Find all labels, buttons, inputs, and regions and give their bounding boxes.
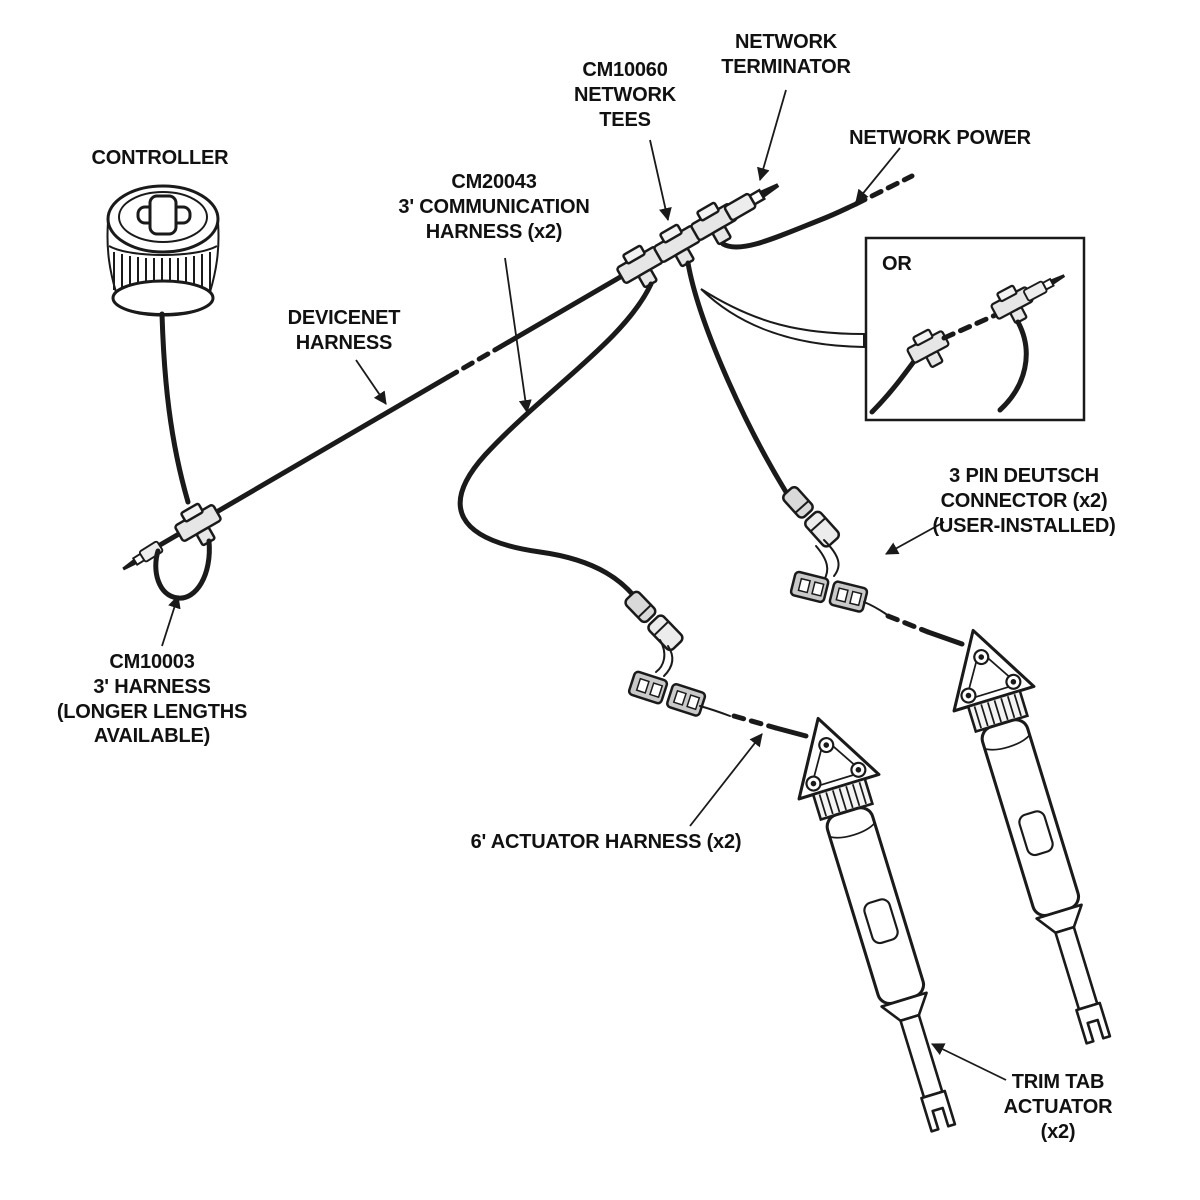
leader-network-terminator (757, 89, 787, 182)
actuator-harness-1-break (731, 713, 779, 731)
label-cm10003: CM10003 3' HARNESS (LONGER LENGTHS AVAIL… (56, 651, 248, 748)
controller-tee (169, 496, 230, 555)
trim-tab-actuator-right (931, 616, 1140, 1054)
or-inset-box (864, 236, 1086, 422)
deutsch-connector-1 (621, 587, 686, 654)
pin-connector-2 (788, 569, 870, 614)
or-callout-arrow (700, 288, 865, 349)
leader-network-power (855, 147, 901, 203)
actuator-harness-2 (925, 629, 965, 647)
label-controller-line: CONTROLLER (91, 147, 229, 169)
deutsch-connector-2 (779, 483, 843, 550)
leader-actuator-harness (689, 733, 763, 827)
pin-connector-1 (626, 669, 708, 718)
leader-cm10060 (649, 139, 672, 222)
controller-knob (106, 184, 220, 317)
trim-tab-actuator-left (776, 704, 985, 1142)
label-network-power: NETWORK POWER (849, 127, 1031, 149)
or-inset-cable-break (941, 310, 1003, 341)
leader-cm20043 (504, 257, 532, 414)
or-inset-cable-right (997, 319, 1029, 413)
network-terminator-plug (722, 176, 784, 223)
comm-harness-2 (685, 260, 789, 495)
leader-deutsch (885, 521, 945, 555)
harness-wires-2b (863, 601, 887, 615)
leader-cm10003 (161, 594, 181, 647)
label-network-terminator: NETWORK TERMINATOR (721, 31, 851, 78)
or-inset-terminator (1022, 269, 1069, 303)
network-power-cable-break (853, 173, 915, 207)
or-inset-cable-left (869, 353, 921, 415)
label-or: OR (882, 253, 912, 275)
label-controller: CONTROLLER (60, 146, 260, 171)
network-power-cable (720, 201, 859, 250)
comm-harness-1 (457, 281, 654, 607)
label-actuator-harness: 6' ACTUATOR HARNESS (x2) (470, 831, 742, 853)
label-devicenet: DEVICENET HARNESS (287, 307, 401, 354)
knob-ribs (113, 252, 211, 300)
actuator-harness-1 (773, 725, 809, 739)
controller-cable (159, 311, 191, 505)
leader-devicenet (355, 359, 387, 405)
label-trim-tab: TRIM TAB ACTUATOR (x2) (1003, 1071, 1113, 1143)
label-deutsch: 3 PIN DEUTSCH CONNECTOR (x2) (USER-INSTA… (932, 465, 1116, 537)
harness-wires-1b (699, 705, 731, 717)
leader-trim-tab (931, 1043, 1007, 1081)
label-cm10060: CM10060 NETWORK TEES (574, 59, 676, 131)
label-cm20043: CM20043 3' COMMUNICATION HARNESS (x2) (398, 171, 590, 243)
actuator-harness-2-break (885, 613, 931, 635)
devicenet-cable-break (445, 344, 503, 380)
cm10003-harness (153, 538, 212, 601)
harness-wires-1 (655, 639, 674, 677)
